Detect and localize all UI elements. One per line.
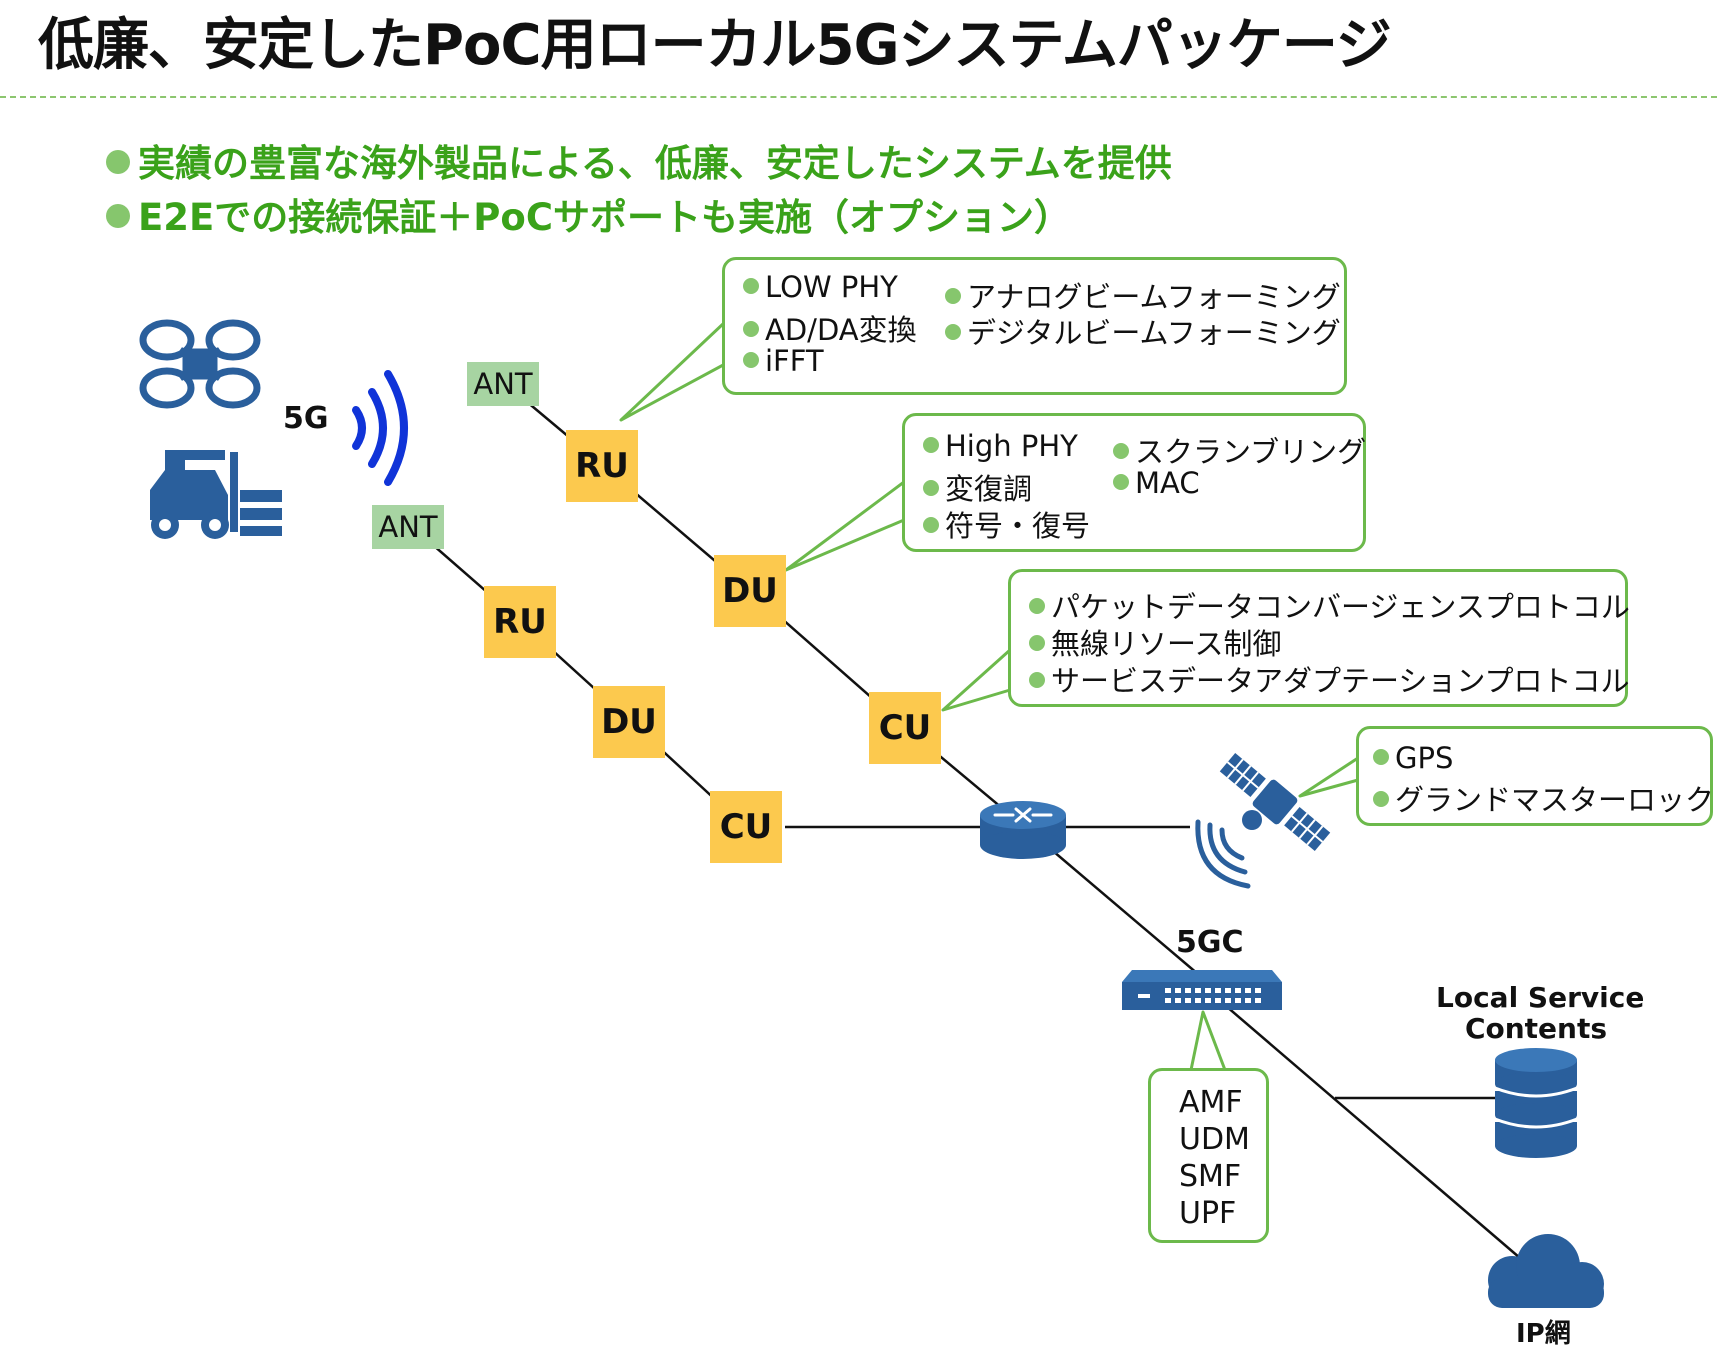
bullet-dot xyxy=(106,150,130,174)
lower-du: DU xyxy=(593,686,665,758)
core-switch-icon xyxy=(1122,970,1282,1010)
du-functions-callout: High PHY 変復調 符号・復号 スクランブリング MAC xyxy=(902,413,1366,552)
bullet-dot xyxy=(923,517,939,533)
bullet-dot xyxy=(743,352,759,368)
ru-callout-tail xyxy=(619,321,740,422)
gps-callout: GPS グランドマスターロック xyxy=(1356,726,1714,826)
ru-functions-callout: LOW PHY AD/DA変換 iFFT アナログビームフォーミング デジタルビ… xyxy=(722,257,1347,395)
ru-function-item: iFFT xyxy=(743,344,824,378)
upper-ant: ANT xyxy=(467,362,539,406)
title-divider xyxy=(0,96,1717,98)
ru-function-item: LOW PHY xyxy=(743,270,898,304)
bullet-dot xyxy=(1113,443,1129,459)
router-icon xyxy=(980,801,1066,859)
cu-functions-callout: パケットデータコンバージェンスプロトコル 無線リソース制御 サービスデータアダプ… xyxy=(1008,569,1630,707)
ru-function-item: アナログビームフォーミング xyxy=(945,274,1341,316)
bullet-dot xyxy=(1373,749,1389,765)
bullet-dot xyxy=(1029,672,1045,688)
wire-router-5gc xyxy=(1039,839,1206,981)
bullet-dot xyxy=(945,324,961,340)
gps-function-item: グランドマスターロック xyxy=(1373,777,1714,819)
core-functions-callout: AMF UDM SMF UPF xyxy=(1148,1068,1269,1243)
bullet-dot xyxy=(923,480,939,496)
du-function-item: スクランブリング xyxy=(1113,429,1366,471)
core-function-item: AMF xyxy=(1179,1085,1243,1120)
core-function-item: UPF xyxy=(1179,1196,1237,1231)
du-function-item: 変復調 xyxy=(923,466,1032,508)
upper-ru: RU xyxy=(566,430,638,502)
cu-function-item: パケットデータコンバージェンスプロトコル xyxy=(1029,584,1630,626)
bullet-dot xyxy=(106,204,130,228)
bullet-dot xyxy=(1113,474,1129,490)
bullet-dot xyxy=(743,321,759,337)
bullet-dot xyxy=(1029,598,1045,614)
cu-callout-tail xyxy=(941,648,1012,712)
bullet-dot xyxy=(1373,791,1389,807)
core-function-item: UDM xyxy=(1179,1122,1250,1157)
bullet-dot xyxy=(1029,635,1045,651)
lower-cu: CU xyxy=(710,791,782,863)
bullet-dot xyxy=(945,288,961,304)
local-service-line1: Local Service xyxy=(1436,981,1645,1014)
satellite-icon xyxy=(1195,752,1331,889)
bullet-1: 実績の豊富な海外製品による、低廉、安定したシステムを提供 xyxy=(106,133,1172,187)
bullet-dot xyxy=(743,278,759,294)
du-callout-tail xyxy=(784,480,906,572)
wire-5gc-ip xyxy=(1204,987,1521,1259)
bullet-dot xyxy=(923,437,939,453)
gps-callout-tail xyxy=(1298,756,1360,798)
du-function-item: High PHY xyxy=(923,429,1078,463)
ru-function-item: AD/DA変換 xyxy=(743,307,917,349)
drone-icon xyxy=(139,319,261,409)
page-title: 低廉、安定したPoC用ローカル5Gシステムパッケージ xyxy=(38,13,1392,78)
radio-label: 5G xyxy=(283,401,329,436)
core-label: 5GC xyxy=(1176,925,1244,960)
upper-cu: CU xyxy=(869,692,941,764)
cu-function-item: 無線リソース制御 xyxy=(1029,621,1282,663)
core-function-item: SMF xyxy=(1179,1159,1242,1194)
core-callout-tail xyxy=(1189,1010,1227,1072)
gps-function-item: GPS xyxy=(1373,741,1453,775)
bullet-text: 実績の豊富な海外製品による、低廉、安定したシステムを提供 xyxy=(138,142,1172,185)
lower-ant: ANT xyxy=(372,505,444,549)
forklift-icon xyxy=(150,450,282,539)
local-service-line2: Contents xyxy=(1464,1012,1608,1045)
ru-function-item: デジタルビームフォーミング xyxy=(945,310,1341,352)
ip-network-label: IP網 xyxy=(1516,1319,1571,1349)
du-function-item: 符号・復号 xyxy=(923,503,1090,545)
bullet-2: E2Eでの接続保証＋PoCサポートも実施（オプション） xyxy=(106,187,1071,241)
du-function-item: MAC xyxy=(1113,466,1200,500)
cloud-icon xyxy=(1488,1234,1604,1308)
upper-du: DU xyxy=(714,555,786,627)
lower-ru: RU xyxy=(484,586,556,658)
signal-waves-icon xyxy=(352,370,408,486)
bullet-text: E2Eでの接続保証＋PoCサポートも実施（オプション） xyxy=(138,196,1071,239)
database-icon xyxy=(1494,1048,1578,1158)
cu-function-item: サービスデータアダプテーションプロトコル xyxy=(1029,658,1630,700)
local-service-label: Local Service Contents xyxy=(1436,981,1645,1045)
